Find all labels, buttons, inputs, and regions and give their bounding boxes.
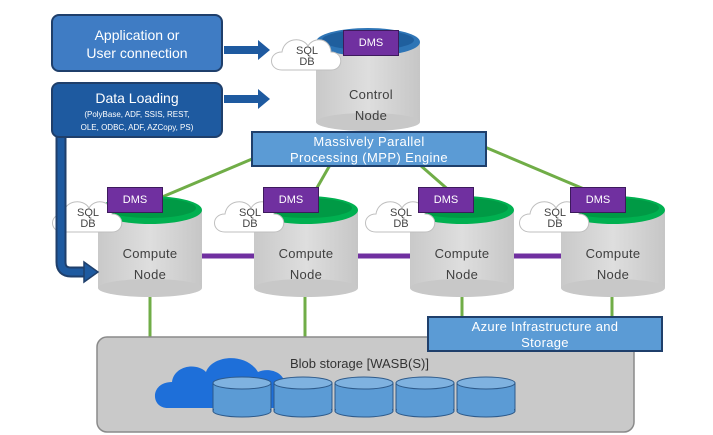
compute-3-sql-db-label: SQL DB bbox=[381, 208, 421, 230]
disk-2 bbox=[273, 376, 333, 418]
compute-3-label-2: Node bbox=[445, 267, 479, 282]
app-connection-line2: User connection bbox=[86, 45, 188, 61]
cloud-compute-1 bbox=[52, 201, 123, 233]
disk-4 bbox=[395, 376, 455, 418]
disk-5 bbox=[456, 376, 516, 418]
azure-infrastructure-line1: Azure Infrastructure and bbox=[471, 319, 619, 334]
app-connection-line1: Application or bbox=[94, 27, 180, 43]
data-loading-down-arrow bbox=[55, 136, 100, 284]
compute-4-sql-text: SQL bbox=[543, 207, 566, 219]
cloud-control bbox=[271, 39, 342, 71]
compute-2-label-1: Compute bbox=[278, 246, 334, 261]
compute-4-db-text: DB bbox=[547, 218, 563, 230]
data-loading-box: Data Loading (PolyBase, ADF, SSIS, REST,… bbox=[51, 82, 223, 138]
data-loading-arrow bbox=[224, 89, 270, 109]
blob-storage-label: Blob storage [WASB(S)] bbox=[290, 356, 429, 371]
mpp-engine-box: Massively Parallel Processing (MPP) Engi… bbox=[251, 131, 487, 167]
compute-1-db-text: DB bbox=[80, 218, 96, 230]
compute-2-db-text: DB bbox=[242, 218, 258, 230]
data-loading-detail1: (PolyBase, ADF, SSIS, REST, bbox=[84, 110, 190, 119]
compute-4-sql-db-label: SQL DB bbox=[535, 208, 575, 230]
compute-4-dms-badge: DMS bbox=[570, 187, 626, 213]
compute-2-sql-db-label: SQL DB bbox=[230, 208, 270, 230]
disk-1 bbox=[212, 376, 272, 418]
data-loading-detail2: OLE, ODBC, ADF, AZCopy, PS) bbox=[80, 123, 194, 132]
control-sql-db-label: SQL DB bbox=[287, 46, 327, 68]
compute-2-label-2: Node bbox=[289, 267, 323, 282]
compute-2-sql-text: SQL bbox=[238, 207, 261, 219]
compute-4-label-1: Compute bbox=[585, 246, 641, 261]
compute-4-label-2: Node bbox=[596, 267, 630, 282]
app-connection-arrow bbox=[224, 40, 270, 60]
compute-3-label-1: Compute bbox=[434, 246, 490, 261]
compute-3-dms-badge: DMS bbox=[418, 187, 474, 213]
control-node-label-2: Node bbox=[354, 108, 388, 123]
compute-1-sql-text: SQL bbox=[76, 207, 99, 219]
compute-3-db-text: DB bbox=[393, 218, 409, 230]
mpp-engine-line2: Processing (MPP) Engine bbox=[289, 150, 449, 165]
cloud-compute-3 bbox=[365, 201, 436, 233]
compute-1-sql-db-label: SQL DB bbox=[68, 208, 108, 230]
compute-node-cylinders bbox=[98, 196, 665, 297]
control-sql-text: SQL bbox=[295, 45, 318, 57]
control-dms-badge: DMS bbox=[343, 30, 399, 56]
control-node-label-1: Control bbox=[348, 87, 393, 102]
disk-3 bbox=[334, 376, 394, 418]
data-loading-title: Data Loading bbox=[95, 90, 179, 106]
compute-4-label: Compute Node bbox=[559, 243, 667, 285]
compute-1-label: Compute Node bbox=[96, 243, 204, 285]
compute-1-label-2: Node bbox=[133, 267, 167, 282]
compute-2-dms-badge: DMS bbox=[263, 187, 319, 213]
mpp-engine-line1: Massively Parallel bbox=[313, 134, 425, 149]
azure-infrastructure-line2: Storage bbox=[521, 335, 569, 350]
app-connection-box: Application or User connection bbox=[51, 14, 223, 72]
storage-disks bbox=[212, 376, 516, 418]
compute-1-label-1: Compute bbox=[122, 246, 178, 261]
control-node-label: Control Node bbox=[317, 84, 425, 126]
control-db-text: DB bbox=[299, 56, 315, 68]
arrows bbox=[55, 40, 270, 284]
azure-infrastructure-box: Azure Infrastructure and Storage bbox=[427, 316, 663, 352]
compute-1-dms-badge: DMS bbox=[107, 187, 163, 213]
compute-3-label: Compute Node bbox=[408, 243, 516, 285]
compute-2-label: Compute Node bbox=[252, 243, 360, 285]
compute-3-sql-text: SQL bbox=[389, 207, 412, 219]
